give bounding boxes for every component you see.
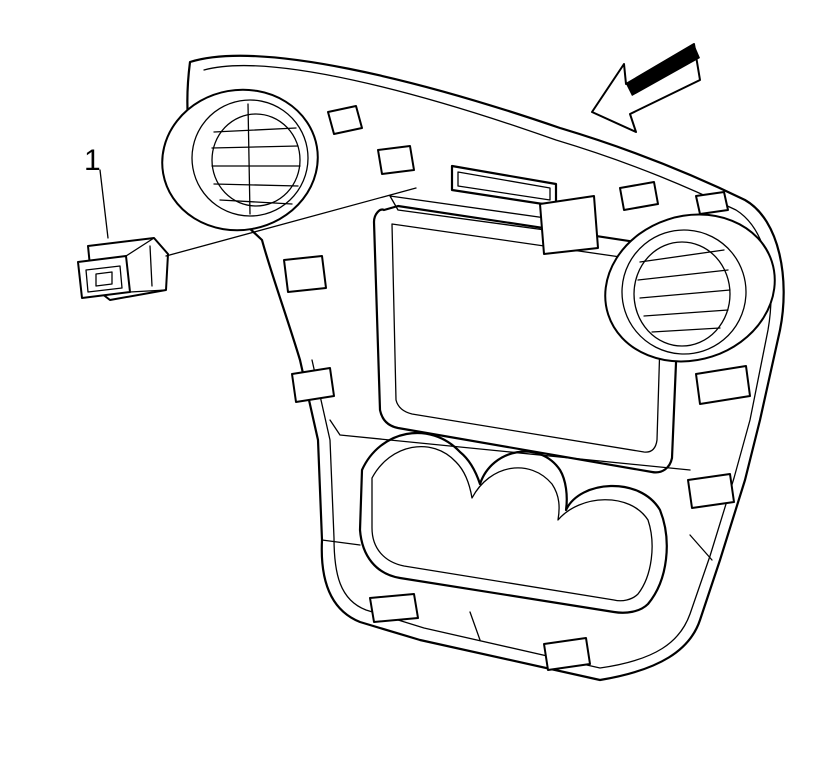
callout-number-1: 1 xyxy=(84,144,101,177)
switch-connector xyxy=(77,237,169,301)
right-air-vent xyxy=(604,213,776,363)
retaining-clips xyxy=(283,105,751,671)
direction-arrow-icon xyxy=(591,43,701,133)
left-air-vent xyxy=(161,88,319,232)
climate-control-opening xyxy=(358,431,668,614)
upper-slot xyxy=(450,164,558,208)
leader-line xyxy=(99,169,417,257)
